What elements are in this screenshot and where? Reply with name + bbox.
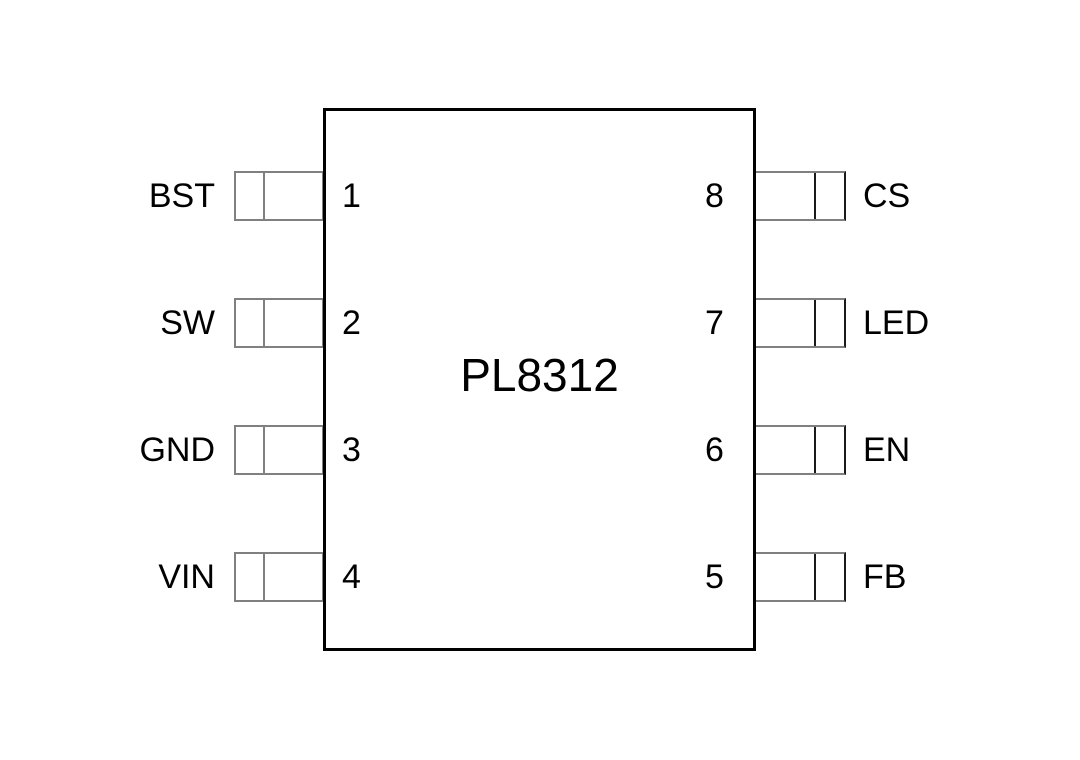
pin-name-en: EN [863, 431, 911, 469]
pin-box-7 [756, 298, 846, 348]
pin-box-6 [756, 425, 846, 475]
pin-box-divider [263, 300, 265, 346]
pin-box-divider [814, 554, 816, 600]
pin-name-bst: BST [148, 177, 215, 215]
pin-name-fb: FB [863, 558, 907, 596]
pin-number-4: 4 [342, 558, 361, 596]
pin-name-led: LED [863, 304, 930, 342]
chip-body [323, 108, 756, 651]
pin-box-divider [263, 173, 265, 219]
pin-box-1 [234, 171, 324, 221]
pin-box-divider [263, 554, 265, 600]
pin-number-2: 2 [342, 304, 361, 342]
pin-number-6: 6 [705, 431, 724, 469]
pin-box-4 [234, 552, 324, 602]
pin-box-divider [814, 300, 816, 346]
pin-number-1: 1 [342, 177, 361, 215]
pin-name-cs: CS [863, 177, 911, 215]
pin-name-vin: VIN [158, 558, 215, 596]
pin-name-gnd: GND [139, 431, 215, 469]
pin-number-5: 5 [705, 558, 724, 596]
pin-box-divider [814, 427, 816, 473]
pin-box-5 [756, 552, 846, 602]
pin-box-8 [756, 171, 846, 221]
pin-box-divider [263, 427, 265, 473]
pin-number-8: 8 [705, 177, 724, 215]
chip-part-number: PL8312 [460, 349, 619, 401]
pin-name-sw: SW [160, 304, 215, 342]
pin-box-2 [234, 298, 324, 348]
pin-number-7: 7 [705, 304, 724, 342]
pin-box-3 [234, 425, 324, 475]
pin-number-3: 3 [342, 431, 361, 469]
pin-box-divider [814, 173, 816, 219]
